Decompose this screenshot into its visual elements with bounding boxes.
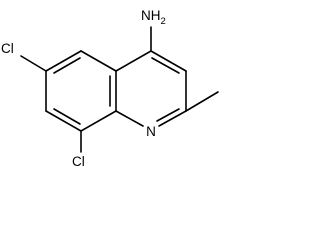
quinoline-structure-diagram: NH2 N Cl Cl [1,8,219,169]
bond-c4-c3 [150,50,187,72]
amine-label: NH2 [141,8,166,27]
ring-nitrogen-label: N [146,124,156,139]
chloro-8-label: Cl [72,154,85,169]
bond-c4a-c4 [115,50,152,72]
bond-c7-c8-inner [53,108,81,125]
bond-c2-n1-inner [156,108,180,122]
bond-c4-c3-inner [151,57,180,74]
chloro-6-label: Cl [1,41,14,56]
bonds [20,26,219,153]
bond-c5-c6-inner [53,57,81,74]
atom-labels: NH2 N Cl Cl [1,8,166,169]
bond-c8-c8a [80,110,117,132]
bond-c6-cl [20,55,47,72]
bond-c2-n1 [158,110,187,127]
bond-c2-methyl [185,91,219,112]
bond-n1-c8a [115,110,144,127]
bond-c7-c8 [45,110,82,132]
bond-c5-c6 [45,50,82,72]
bond-c4a-c5 [80,50,117,72]
